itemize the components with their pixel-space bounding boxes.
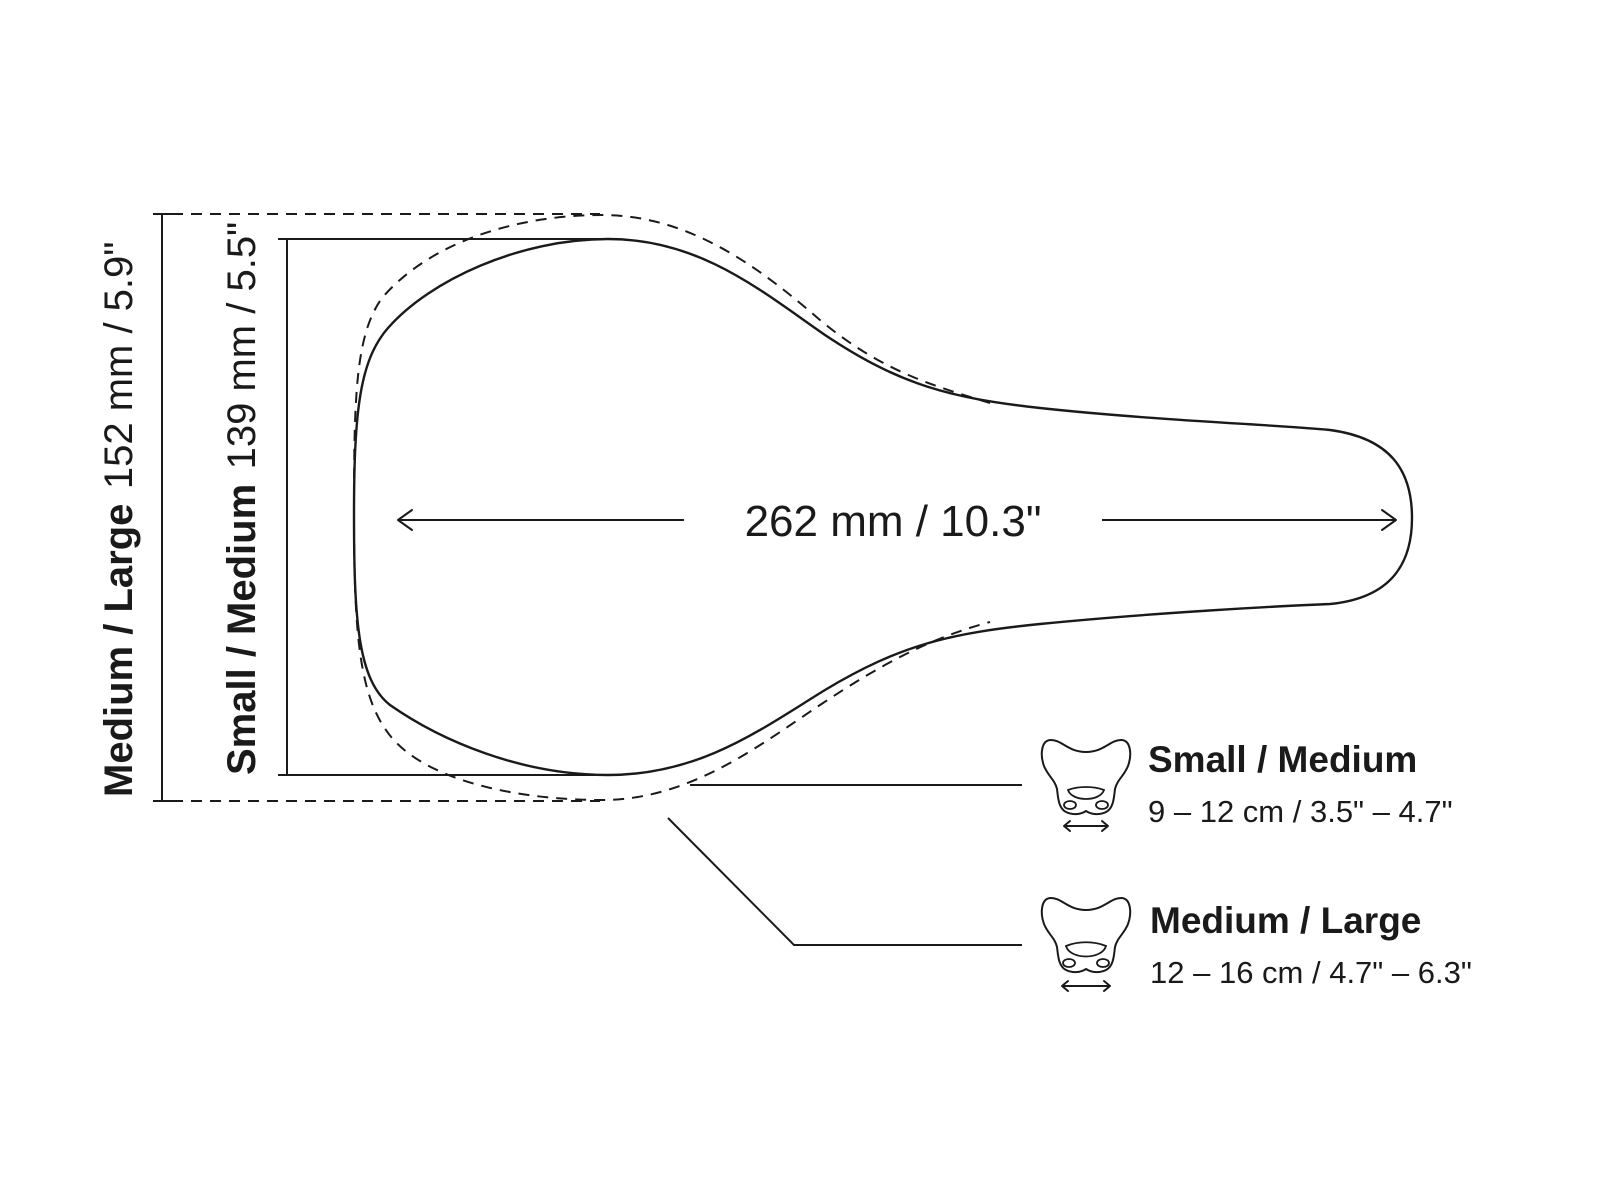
leader-line-medium-large [667, 817, 1022, 946]
legend-range-medium-large: 12 – 16 cm / 4.7" – 6.3" [1150, 955, 1472, 990]
pelvis-icon [1040, 897, 1132, 974]
width-value-small-medium: 139 mm / 5.5" [220, 222, 264, 470]
legend-title-small-medium: Small / Medium [1148, 739, 1417, 780]
double-arrow-icon [1061, 980, 1111, 992]
length-label: 262 mm / 10.3" [745, 497, 1042, 546]
width-size-medium-large: Medium / Large [97, 504, 141, 797]
pelvis-icon [1040, 739, 1132, 816]
legend-range-small-medium: 9 – 12 cm / 3.5" – 4.7" [1148, 794, 1453, 829]
legend-small-medium: Small / Medium 9 – 12 cm / 3.5" – 4.7" [1040, 739, 1453, 832]
width-size-small-medium: Small / Medium [220, 484, 264, 775]
length-arrowhead-left [397, 509, 413, 531]
width-label-small-medium: Small / Medium 139 mm / 5.5" [220, 222, 264, 775]
width-value-medium-large: 152 mm / 5.9" [97, 242, 141, 490]
length-arrowhead-right [1381, 509, 1397, 531]
legend-medium-large: Medium / Large 12 – 16 cm / 4.7" – 6.3" [1040, 897, 1472, 992]
legend-title-medium-large: Medium / Large [1150, 900, 1421, 941]
double-arrow-icon [1063, 820, 1109, 832]
saddle-outline-small-medium [352, 237, 1414, 777]
width-label-medium-large: Medium / Large 152 mm / 5.9" [97, 242, 141, 797]
